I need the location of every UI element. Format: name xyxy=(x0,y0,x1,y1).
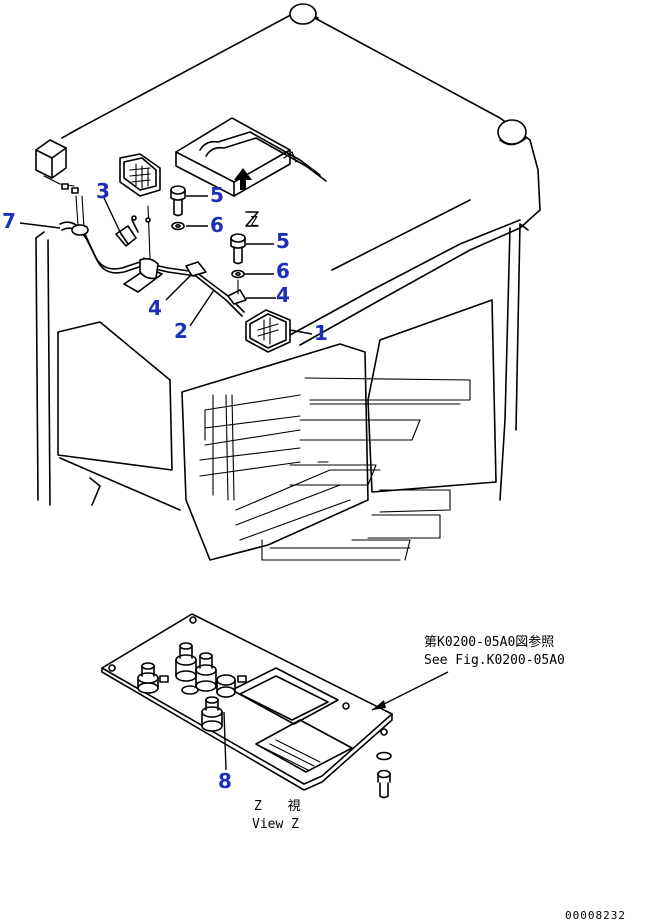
clamp-4-left xyxy=(185,261,207,277)
panel-screw xyxy=(376,751,392,799)
working-lamp-rear xyxy=(35,139,79,194)
bolt-5-left xyxy=(170,185,186,217)
arrow-up-icon xyxy=(234,168,252,190)
reference-note-jp: 第K0200-05A0図参照 xyxy=(424,634,554,650)
callout-5-lower: 5 xyxy=(276,229,290,253)
bolt-5-right xyxy=(230,233,246,265)
callout-4-left: 4 xyxy=(148,296,162,320)
figure-number: 00008232 xyxy=(565,909,626,922)
washer-6-right xyxy=(231,269,245,279)
callout-2: 2 xyxy=(174,319,188,343)
callout-1: 1 xyxy=(314,321,328,345)
harness-bracket xyxy=(123,257,163,293)
mounting-bracket xyxy=(175,117,327,197)
callout-6-lower: 6 xyxy=(276,259,290,283)
cab-outline xyxy=(35,3,541,561)
bracket-3 xyxy=(115,219,139,247)
callout-7: 7 xyxy=(2,209,16,233)
view-z-mark: Z xyxy=(250,215,258,230)
callout-5-upper: 5 xyxy=(210,183,224,207)
view-caption-jp: Z 視 xyxy=(254,799,301,814)
callout-4-right: 4 xyxy=(276,283,290,307)
callout-3: 3 xyxy=(96,179,110,203)
working-lamp-upper xyxy=(119,153,161,197)
working-lamp-1 xyxy=(245,309,291,353)
callout-6-upper: 6 xyxy=(210,213,224,237)
reference-note-en: See Fig.K0200-05A0 xyxy=(424,653,565,668)
clip-7 xyxy=(71,224,89,236)
callout-8: 8 xyxy=(218,769,232,793)
switch-knobs xyxy=(137,642,247,732)
clamp-4-right xyxy=(227,289,247,305)
view-caption-en: View Z xyxy=(252,817,299,832)
switch-panel xyxy=(101,613,393,791)
washer-6-left xyxy=(171,221,185,231)
